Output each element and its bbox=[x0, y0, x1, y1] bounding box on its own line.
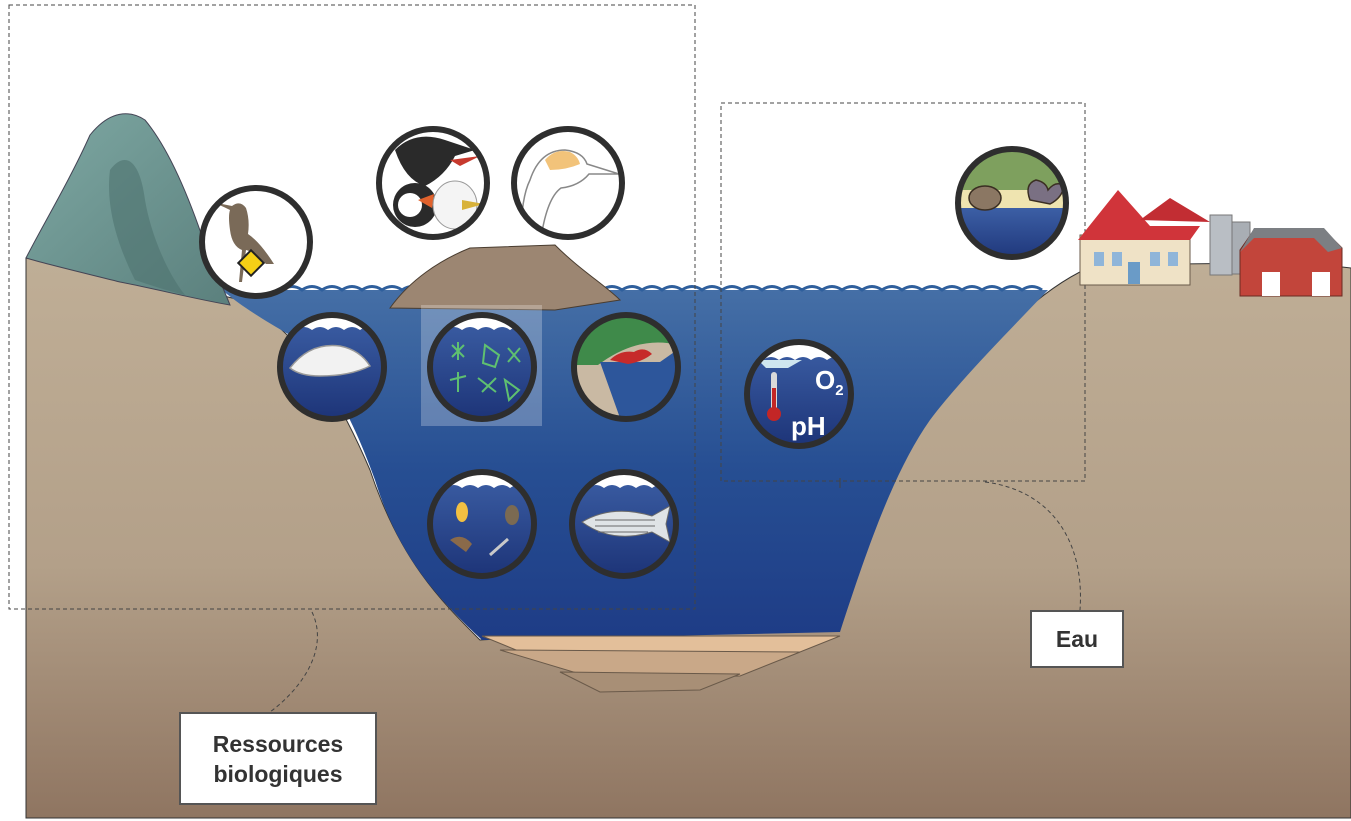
biological-resources-line-1: Ressources bbox=[212, 730, 344, 757]
water-region-outline bbox=[720, 102, 1086, 482]
sediment-layers bbox=[481, 635, 841, 693]
gannet-icon bbox=[511, 126, 625, 240]
ph-text: pH bbox=[791, 411, 826, 441]
farmhouse-icon bbox=[1078, 190, 1251, 286]
shellfish-icon bbox=[955, 146, 1069, 260]
barn-icon bbox=[1239, 228, 1343, 297]
coastal-habitat-icon bbox=[571, 312, 681, 422]
bio-connector bbox=[269, 611, 318, 713]
island bbox=[389, 244, 622, 311]
seabirds-icon bbox=[376, 126, 490, 240]
phytoplankton-icon bbox=[421, 305, 542, 426]
biological-resources-label: Ressources biologiques bbox=[179, 712, 377, 805]
bio-region-outline bbox=[8, 4, 696, 610]
wave-line bbox=[221, 285, 1043, 292]
oxygen-subscript: 2 bbox=[835, 382, 843, 399]
oxygen-symbol: O2 bbox=[815, 365, 844, 399]
biological-resources-line-2: biologiques bbox=[213, 760, 343, 787]
water-label: Eau bbox=[1030, 610, 1124, 668]
water-connector bbox=[984, 481, 1081, 611]
seal-icon bbox=[277, 312, 387, 422]
zooplankton-icon bbox=[427, 469, 537, 579]
heron-icon bbox=[199, 185, 313, 299]
